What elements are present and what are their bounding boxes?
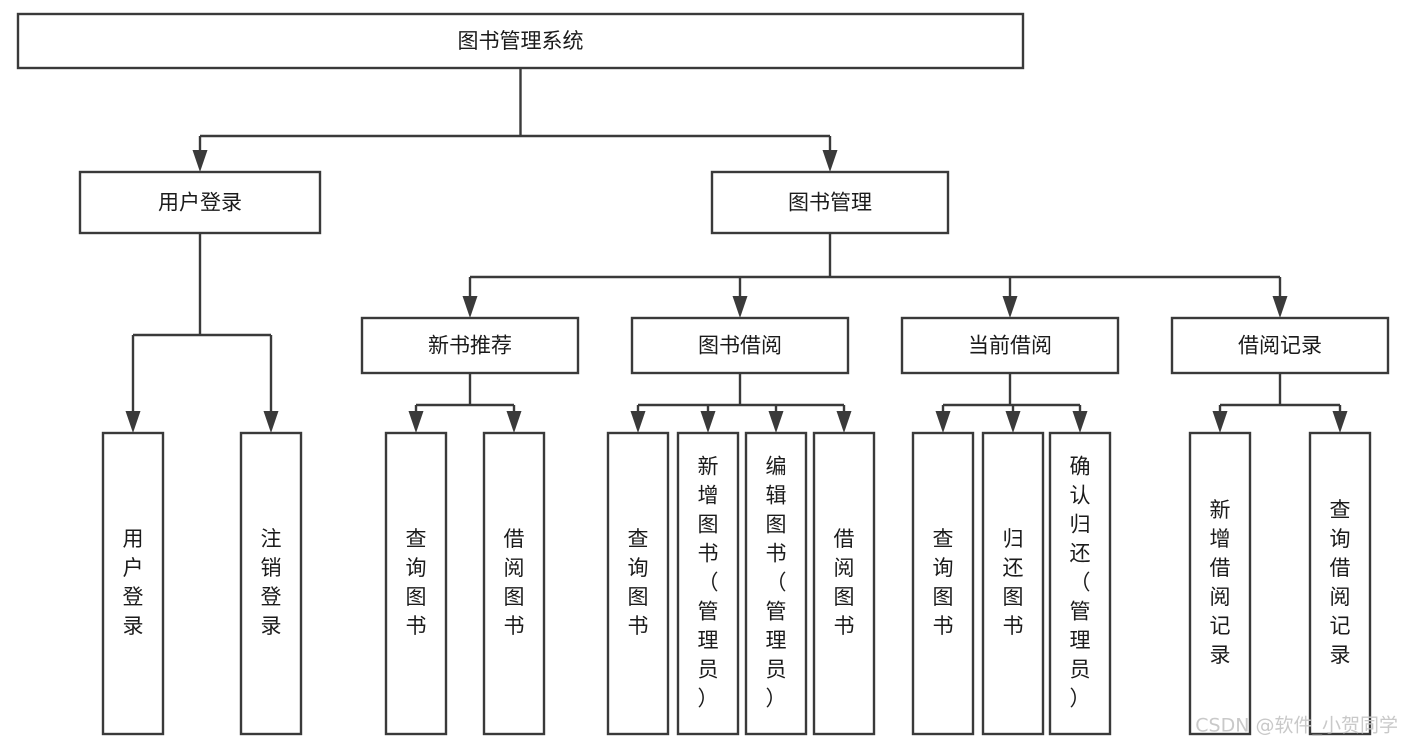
edge-arrowhead (732, 296, 748, 318)
node-box (744, 431, 808, 736)
edge-arrowhead (935, 411, 951, 433)
node-label: 借阅记录 (1238, 334, 1322, 358)
edge-arrowhead (1002, 296, 1018, 318)
node-leaf-query-book-borrow[interactable]: 查询图书 (606, 431, 670, 736)
node-leaf-confirm-return[interactable]: 确认归还（管理员） (1048, 431, 1112, 736)
csdn-watermark: CSDN @软件_小贺同学 (1195, 715, 1398, 737)
edge-arrowhead (1272, 296, 1288, 318)
node-label: 用户登录 (158, 191, 242, 215)
edge-arrowhead (768, 411, 784, 433)
node-label: 归还图书 (1003, 527, 1024, 638)
node-label: 借阅图书 (504, 527, 525, 638)
node-leaf-borrow-book-rec[interactable]: 借阅图书 (482, 431, 546, 736)
node-label: 查询图书 (406, 527, 427, 638)
node-label: 新增图书（管理员） (698, 455, 719, 711)
node-leaf-query-record[interactable]: 查询借阅记录 (1308, 431, 1372, 736)
node-label: 查询图书 (628, 527, 649, 638)
node-box (630, 316, 850, 375)
node-leaf-user-login[interactable]: 用户登录 (101, 431, 165, 736)
node-leaf-return-book[interactable]: 归还图书 (981, 431, 1045, 736)
node-box (360, 316, 580, 375)
edge-arrowhead (700, 411, 716, 433)
edge-arrowhead (630, 411, 646, 433)
node-layer: 图书管理系统用户登录图书管理新书推荐图书借阅当前借阅借阅记录用户登录注销登录查询… (16, 12, 1390, 736)
node-label: 新增借阅记录 (1210, 498, 1231, 667)
node-leaf-query-book-cur[interactable]: 查询图书 (911, 431, 975, 736)
node-box (384, 431, 448, 736)
node-label: 用户登录 (123, 527, 144, 638)
node-box (900, 316, 1120, 375)
edge-arrowhead (1072, 411, 1088, 433)
node-label: 图书借阅 (698, 334, 782, 358)
edge-layer (125, 68, 1348, 433)
node-label: 新书推荐 (428, 334, 512, 358)
node-book-borrow[interactable]: 图书借阅 (630, 316, 850, 375)
node-root[interactable]: 图书管理系统 (16, 12, 1025, 70)
node-box (812, 431, 876, 736)
node-leaf-add-book[interactable]: 新增图书（管理员） (676, 431, 740, 736)
node-box (981, 431, 1045, 736)
node-box (606, 431, 670, 736)
node-label: 借阅图书 (834, 527, 855, 638)
node-box (1170, 316, 1390, 375)
edge-arrowhead (506, 411, 522, 433)
node-label: 查询借阅记录 (1330, 498, 1351, 667)
node-box (1048, 431, 1112, 736)
node-user-login[interactable]: 用户登录 (78, 170, 322, 235)
node-label: 当前借阅 (968, 334, 1052, 358)
edge-arrowhead (192, 150, 208, 172)
node-box (482, 431, 546, 736)
node-label: 查询图书 (933, 527, 954, 638)
node-current-borrow[interactable]: 当前借阅 (900, 316, 1120, 375)
watermark-layer: CSDN @软件_小贺同学 (1195, 715, 1398, 737)
node-box (78, 170, 322, 235)
node-leaf-user-logout[interactable]: 注销登录 (239, 431, 303, 736)
node-borrow-record[interactable]: 借阅记录 (1170, 316, 1390, 375)
edge-arrowhead (125, 411, 141, 433)
node-box (101, 431, 165, 736)
node-leaf-query-book-rec[interactable]: 查询图书 (384, 431, 448, 736)
node-leaf-borrow-book[interactable]: 借阅图书 (812, 431, 876, 736)
node-label: 确认归还（管理员） (1070, 455, 1091, 711)
edge-arrowhead (1005, 411, 1021, 433)
edge-arrowhead (263, 411, 279, 433)
node-leaf-add-record[interactable]: 新增借阅记录 (1188, 431, 1252, 736)
edge-arrowhead (822, 150, 838, 172)
node-box (676, 431, 740, 736)
node-box (16, 12, 1025, 70)
edge-arrowhead (408, 411, 424, 433)
node-label: 图书管理 (788, 191, 872, 215)
node-label: 注销登录 (261, 527, 282, 638)
node-box (1188, 431, 1252, 736)
edge-arrowhead (1212, 411, 1228, 433)
node-leaf-edit-book[interactable]: 编辑图书（管理员） (744, 431, 808, 736)
node-box (239, 431, 303, 736)
node-new-book-rec[interactable]: 新书推荐 (360, 316, 580, 375)
node-book-manage[interactable]: 图书管理 (710, 170, 950, 235)
edge-arrowhead (1332, 411, 1348, 433)
node-label: 图书管理系统 (458, 29, 584, 53)
edge-arrowhead (836, 411, 852, 433)
node-box (911, 431, 975, 736)
node-box (710, 170, 950, 235)
node-label: 编辑图书（管理员） (766, 455, 787, 711)
edge-arrowhead (462, 296, 478, 318)
node-box (1308, 431, 1372, 736)
